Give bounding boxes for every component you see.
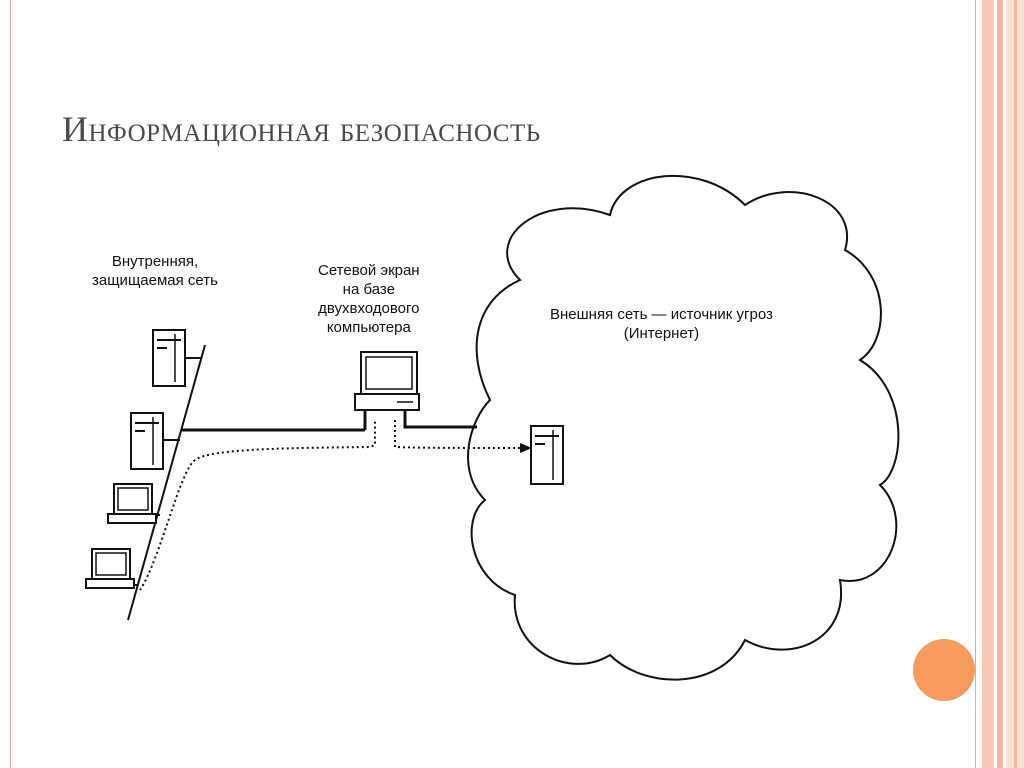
- slide-frame: [10, 0, 976, 768]
- workstation-icon: [107, 483, 157, 524]
- accent-circle: [913, 639, 975, 701]
- internal-network-label: Внутренняя, защищаемая сеть: [92, 252, 218, 290]
- arrow-head: [520, 443, 532, 453]
- server-icon: [152, 329, 186, 387]
- firewall-label-line2: на базе: [342, 281, 395, 298]
- workstation-icon: [85, 548, 135, 589]
- decor-stripe-4: [1014, 0, 1017, 768]
- traffic-path: [139, 420, 521, 591]
- external-server-icon: [530, 425, 564, 485]
- firewall-label-line1: Сетевой экран: [318, 262, 420, 279]
- external-network-label: Внешняя сеть — источник угроз (Интернет): [550, 305, 773, 343]
- slide-title: Информационная безопасность: [62, 109, 541, 149]
- internal-network-label-line2: защищаемая сеть: [92, 272, 218, 289]
- external-network-label-line2: (Интернет): [623, 325, 700, 342]
- server-icon: [130, 412, 164, 470]
- firewall-label-line3: двухвходового: [318, 300, 420, 317]
- firewall-label: Сетевой экран на базе двухвходового комп…: [318, 261, 420, 337]
- cloud-shape: [467, 174, 900, 681]
- decor-stripe-2: [997, 0, 1003, 768]
- external-network-label-line1: Внешняя сеть — источник угроз: [550, 306, 773, 323]
- decor-stripe-1: [982, 0, 994, 768]
- firewall-label-line4: компьютера: [326, 319, 411, 336]
- firewall-computer-icon: [354, 351, 420, 411]
- internal-network-label-line1: Внутренняя,: [111, 253, 199, 270]
